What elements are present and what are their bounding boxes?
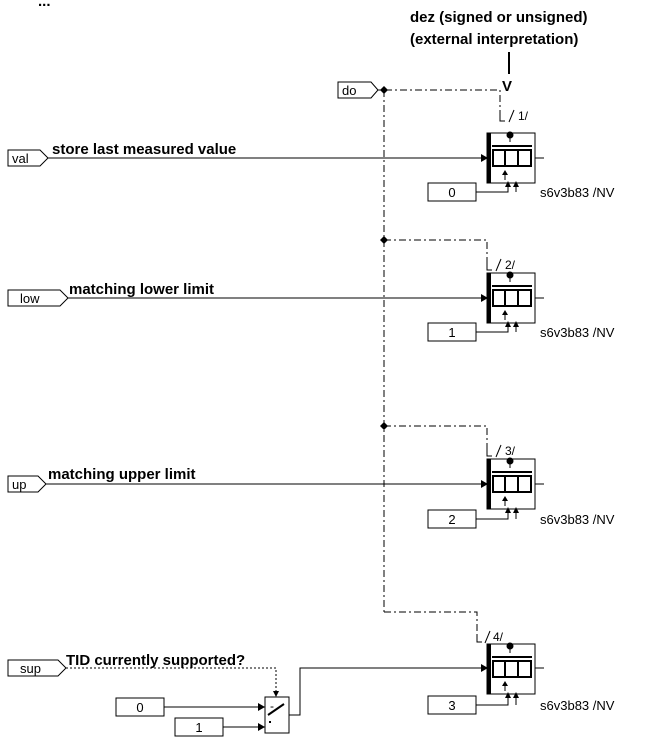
input-label: up [12, 477, 26, 492]
output-label: s6v3b83 /NV [540, 185, 615, 200]
constant-value: 3 [448, 698, 455, 713]
trigger-index: 3/ [505, 444, 516, 458]
input-port-low [7, 289, 69, 307]
input-label: sup [20, 661, 41, 676]
switch-mark: - [270, 699, 274, 713]
annotation-line1: dez (signed or unsigned) [410, 9, 588, 26]
switch-input-a: 0 [136, 700, 143, 715]
trigger-port-do: do [337, 81, 379, 99]
switch-block: - [264, 696, 290, 734]
output-label: s6v3b83 /NV [540, 325, 615, 340]
title-fragment: ... [38, 0, 51, 10]
nv-store-block [486, 642, 544, 695]
row-store-last-value: val store last measured value 1/ 0 s6v3b… [7, 109, 615, 202]
nv-store-block [486, 131, 544, 184]
row-description: store last measured value [52, 141, 236, 158]
row-description: TID currently supported? [66, 652, 245, 669]
input-label: low [20, 291, 40, 306]
trigger-index: 4/ [493, 630, 504, 644]
output-label: s6v3b83 /NV [540, 698, 615, 713]
input-port-up [7, 475, 47, 493]
nv-store-block [486, 271, 544, 324]
nv-store-block [486, 457, 544, 510]
trigger-label: do [342, 83, 356, 98]
trigger-index: 2/ [505, 258, 516, 272]
trigger-junctions [380, 86, 388, 430]
constant-value: 2 [448, 512, 455, 527]
annotation-line2: (external interpretation) [410, 31, 578, 48]
input-label: val [12, 151, 29, 166]
row-description: matching upper limit [48, 466, 196, 483]
row-lower-limit: low matching lower limit 2/ 1 s6v3b83 /N… [7, 258, 615, 342]
constant-value: 0 [448, 185, 455, 200]
row-description: matching lower limit [69, 281, 214, 298]
annotation-marker: V [502, 78, 512, 95]
switch-input-b: 1 [195, 720, 202, 735]
constant-value: 1 [448, 325, 455, 340]
output-label: s6v3b83 /NV [540, 512, 615, 527]
row-tid-supported: sup TID currently supported? - 0 1 4/ [7, 630, 615, 737]
trigger-index: 1/ [518, 109, 529, 123]
trigger-bus [383, 89, 501, 634]
input-port-sup [7, 659, 67, 677]
row-upper-limit: up matching upper limit 3/ 2 s6v3b83 /NV [7, 444, 615, 529]
input-port-val [7, 149, 49, 167]
